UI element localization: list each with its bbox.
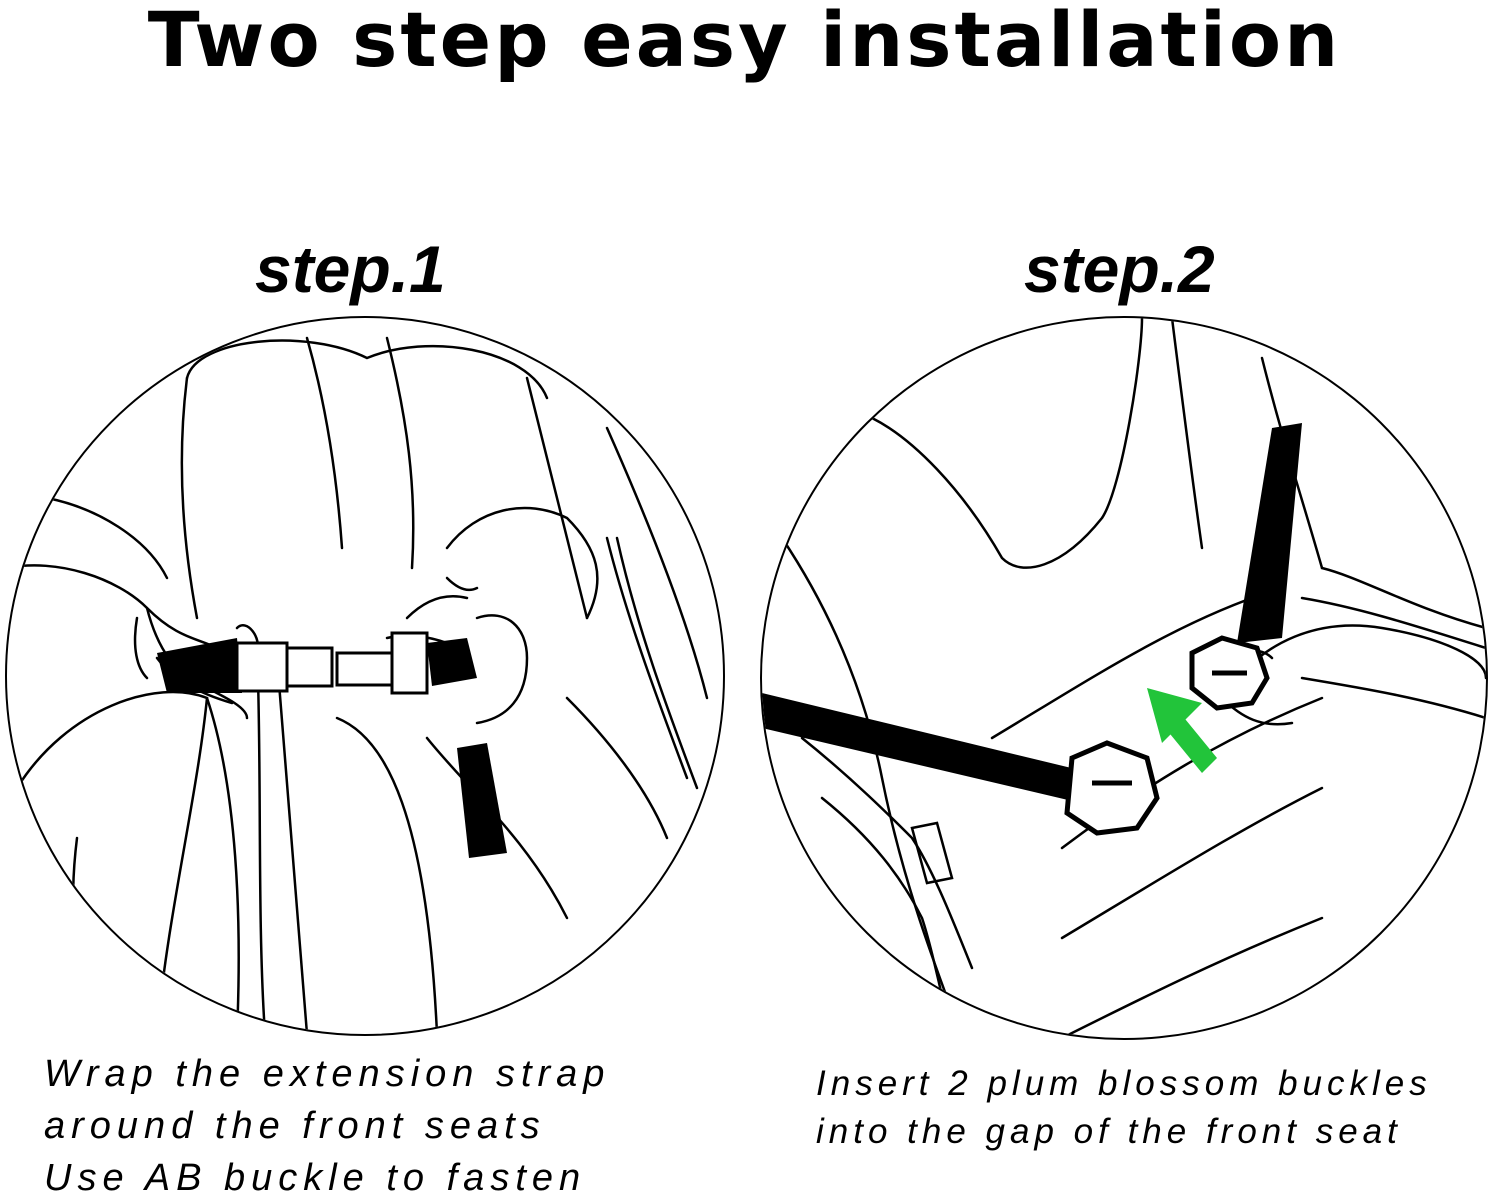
caption-line: Insert 2 plum blossom buckles bbox=[816, 1064, 1432, 1103]
step-2-label: step.2 bbox=[1024, 232, 1215, 306]
step-1-illustration bbox=[5, 316, 725, 1036]
caption-line: Wrap the extension strap bbox=[44, 1053, 611, 1095]
strap-top bbox=[1237, 423, 1302, 643]
caption-line: around the front seats bbox=[44, 1105, 546, 1147]
strap-left bbox=[762, 693, 1102, 808]
caption-line: into the gap of the front seat bbox=[816, 1112, 1402, 1151]
headrest-outline bbox=[185, 339, 549, 400]
right-hand bbox=[445, 506, 599, 620]
step-2-caption: Insert 2 plum blossom buckles into the g… bbox=[816, 1060, 1432, 1156]
step-1-seat-drawing bbox=[7, 336, 709, 1034]
left-hand bbox=[7, 564, 219, 650]
step-2-seat-drawing bbox=[762, 318, 1486, 1038]
page-title: Two step easy installation bbox=[147, 0, 1342, 84]
plum-blossom-buckle-1 bbox=[1064, 740, 1160, 836]
caption-line: Use AB buckle to fasten bbox=[44, 1157, 587, 1199]
strap-end bbox=[457, 743, 507, 858]
step-2-illustration bbox=[760, 316, 1488, 1040]
seat-back-outline bbox=[870, 318, 1144, 569]
plum-blossom-buckle-2 bbox=[1189, 635, 1270, 711]
ab-buckle bbox=[157, 631, 507, 858]
insert-arrow-icon bbox=[1147, 688, 1217, 773]
seat-cushion-left bbox=[15, 690, 209, 1034]
step-1-label: step.1 bbox=[255, 232, 446, 306]
step-1-caption: Wrap the extension strap around the fron… bbox=[44, 1048, 610, 1204]
